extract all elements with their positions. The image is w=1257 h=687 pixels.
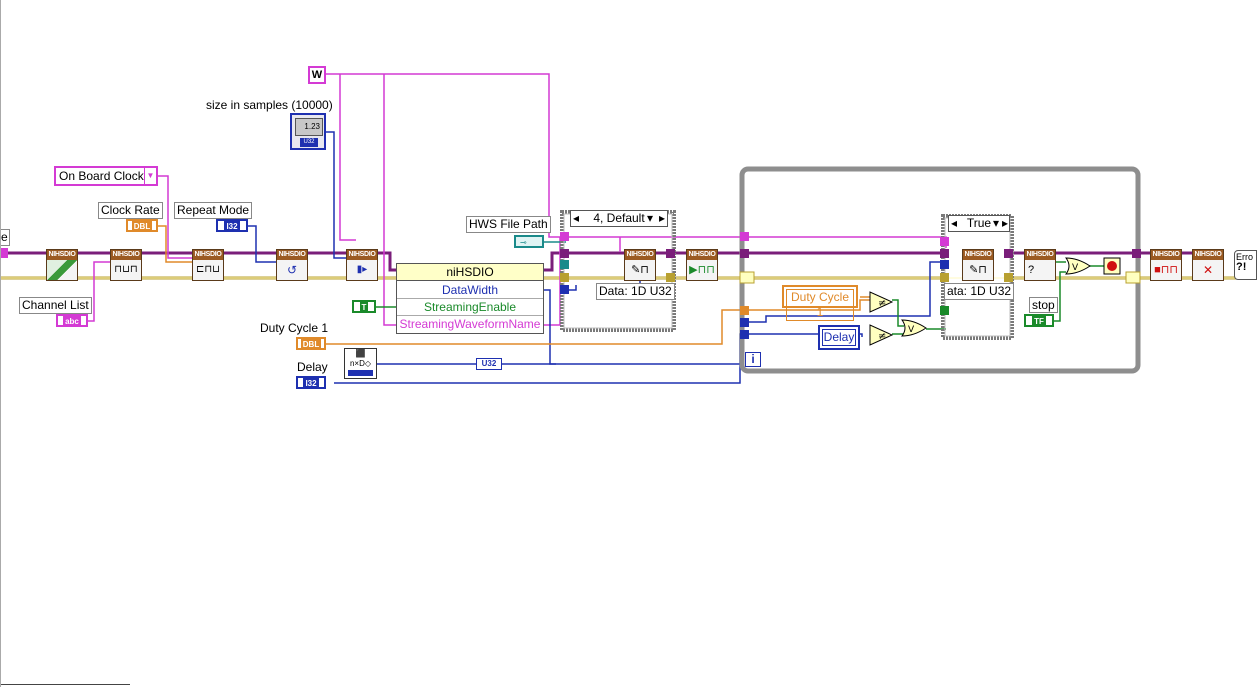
channel-list-control[interactable]: abc <box>56 314 88 327</box>
case-selector-1[interactable]: ◂ 4, Default ▾ ▸ <box>570 210 668 227</box>
init-generation-session-vi[interactable]: NIHSDIO <box>46 249 78 281</box>
case-1-data-label: Data: 1D U32 <box>596 283 675 300</box>
get-generation-status-vi[interactable]: NIHSDIO ? <box>1024 249 1056 281</box>
loop-tunnels[interactable] <box>560 232 1141 339</box>
not-equal-symbol-2: ≠ <box>878 331 886 342</box>
init-icon <box>47 260 77 280</box>
case-prev-arrow[interactable]: ◂ <box>951 216 958 230</box>
play-icon: ▶⊓⊓ <box>689 264 715 276</box>
hsdio-property-node[interactable]: niHSDIO DataWidth StreamingEnable Stream… <box>396 263 544 334</box>
file-path-icon: ⊸ <box>520 238 527 247</box>
chevron-down-icon[interactable]: ▾ <box>992 216 999 230</box>
float-wire[interactable] <box>152 225 870 345</box>
property-streaming-enable[interactable]: StreamingEnable <box>397 299 543 316</box>
chevron-down-icon[interactable]: ▼ <box>144 168 156 184</box>
case-prev-arrow[interactable]: ◂ <box>573 211 580 225</box>
clock-rate-control[interactable]: DBL <box>126 219 158 232</box>
simple-error-handler-vi[interactable]: Erro ?! <box>1234 250 1257 280</box>
iteration-terminal[interactable]: i <box>745 352 761 367</box>
abort-vi[interactable]: NIHSDIO ■⊓⊓ <box>1150 249 1182 281</box>
property-node-class: niHSDIO <box>397 264 543 281</box>
error-icon: ?! <box>1236 261 1247 273</box>
property-datawidth[interactable]: DataWidth <box>397 282 543 299</box>
not-equal-symbol-1: ≠ <box>878 298 886 309</box>
multiply-icon: ⬛ <box>355 349 366 358</box>
not-equal-node-2[interactable] <box>869 324 894 346</box>
or-node-1[interactable] <box>901 319 927 337</box>
channel-list-label: Channel List <box>19 297 92 314</box>
configure-generation-repeat-vi[interactable]: NIHSDIO ↺ <box>276 249 308 281</box>
svg-text:V: V <box>1072 263 1079 273</box>
status-query-icon: ? <box>1028 264 1035 276</box>
duty-cycle-label: Duty Cycle 1 <box>260 321 329 335</box>
sample-size-numeric-control[interactable]: 1.23 U32 <box>290 113 326 150</box>
write-named-waveform-vi[interactable]: NIHSDIO ✎⊓ <box>624 249 656 281</box>
true-constant[interactable]: T <box>352 300 376 313</box>
stop-square-icon: ■⊓⊓ <box>1154 264 1178 276</box>
initiate-vi[interactable]: NIHSDIO ▶⊓⊓ <box>686 249 718 281</box>
stop-button-control[interactable]: TF <box>1024 314 1054 327</box>
case-structure-1-frame[interactable] <box>560 210 676 332</box>
sample-size-label: size in samples (10000) <box>206 98 333 112</box>
duty-cycle-control[interactable]: DBL <box>296 337 326 350</box>
chevron-down-icon[interactable]: ▾ <box>646 211 653 225</box>
not-equal-node-1[interactable] <box>869 291 894 313</box>
write-waveform-icon: ✎⊓ <box>969 264 987 276</box>
svg-text:V: V <box>908 325 915 335</box>
clock-rate-label: Clock Rate <box>98 202 163 219</box>
boolean-wire[interactable] <box>376 261 1104 335</box>
u32-conversion-node[interactable]: U32 <box>476 358 502 370</box>
u32-type-badge: U32 <box>300 138 318 147</box>
while-loop-frame[interactable] <box>739 166 1141 374</box>
delay-label: Delay <box>297 360 328 374</box>
case-2-data-label: ata: 1D U32 <box>944 283 1015 300</box>
allocate-named-waveform-vi[interactable]: NIHSDIO ▮▸ <box>346 249 378 281</box>
repeat-mode-control[interactable]: I32 <box>216 219 248 232</box>
or-node-2[interactable] <box>1065 257 1091 275</box>
close-session-vi[interactable]: NIHSDIO ✕ <box>1192 249 1224 281</box>
write-named-waveform-vi-2[interactable]: NIHSDIO ✎⊓ <box>962 249 994 281</box>
stop-label: stop <box>1029 297 1058 313</box>
case-next-arrow[interactable]: ▸ <box>1001 216 1008 230</box>
window-left-border <box>0 0 1 687</box>
close-icon: ✕ <box>1202 263 1214 277</box>
delay-loop-control[interactable]: Delay <box>818 325 860 350</box>
clock-icon: ⊏⊓⊔ <box>196 264 220 275</box>
repeat-mode-label: Repeat Mode <box>174 202 253 219</box>
delay-control[interactable]: I32 <box>296 376 326 389</box>
clock-source-ring[interactable]: On Board Clock ▼ <box>54 166 158 186</box>
multiply-array-node[interactable]: ⬛ n×D◇ <box>344 348 377 379</box>
property-streaming-waveform-name[interactable]: StreamingWaveformName <box>399 317 541 331</box>
case-selector-2[interactable]: ◂ True ▾ ▸ <box>948 215 1010 232</box>
error-in-stub: e <box>0 229 10 246</box>
case-next-arrow[interactable]: ▸ <box>658 211 665 225</box>
sample-size-value: 1.23 <box>295 118 323 136</box>
allocate-icon: ▮▸ <box>356 264 368 275</box>
write-waveform-icon: ✎⊓ <box>631 264 649 276</box>
hws-file-path-control[interactable]: ⊸ <box>514 235 544 248</box>
assign-dynamic-channels-vi[interactable]: NIHSDIO ⊓⊔⊓ <box>110 249 142 281</box>
hws-file-path-label: HWS File Path <box>466 216 551 233</box>
clock-source-value: On Board Clock <box>59 169 144 183</box>
repeat-icon: ↺ <box>286 263 298 277</box>
duty-cycle-loop-control[interactable]: Duty Cycle 1 <box>782 285 858 321</box>
write-mode-constant[interactable]: W <box>308 66 326 84</box>
channels-icon: ⊓⊔⊓ <box>114 264 138 275</box>
configure-sample-clock-vi[interactable]: NIHSDIO ⊏⊓⊔ <box>192 249 224 281</box>
window-frame-line <box>0 684 130 685</box>
